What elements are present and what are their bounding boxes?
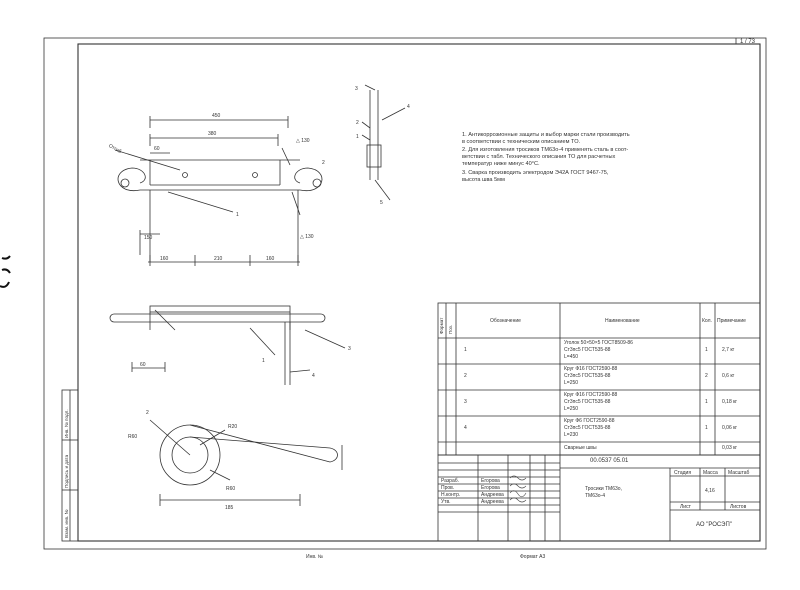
note-line: в соответствии с техническим описанием Т… <box>462 139 581 145</box>
note-line: высота шва 5мм <box>462 177 505 183</box>
top-view-drawing <box>114 116 323 266</box>
hook-r60: R60 <box>128 434 138 440</box>
spec-row-name: Ст3пс5 ГОСТ535-88 <box>564 347 611 353</box>
spec-row-name: Уголок 50×50×5 ГОСТ8509-86 <box>564 340 633 346</box>
spec-row-name: L=450 <box>564 354 579 360</box>
spec-header-name: Наименование <box>605 318 640 324</box>
spec-header-qty: Кол. <box>702 318 712 324</box>
title-code: 00.0537 05.01 <box>590 458 629 464</box>
dim-450: 450 <box>212 113 221 119</box>
spec-row-name: Сварные швы <box>564 445 597 451</box>
front-label-4: 4 <box>312 373 315 379</box>
signer-name: Андреева <box>481 499 504 505</box>
signer-role: Н.контр. <box>441 492 461 498</box>
spec-row-name: L=250 <box>564 406 579 412</box>
footer-format: Формат А3 <box>520 554 546 560</box>
inner-frame <box>77 43 761 542</box>
title-product: Тросики ТМ63о, <box>585 486 622 492</box>
spec-row-note: 2,7 кг <box>722 347 735 353</box>
sheet-number: 1 / 73 <box>740 39 756 45</box>
dim-150: 150 <box>144 235 153 241</box>
note-line: 2. Для изготовления тросиков ТМ63о-4 при… <box>462 147 629 153</box>
front-label-1: 1 <box>262 358 265 364</box>
title-product: ТМ63о-4 <box>585 493 606 499</box>
side-section-drawing <box>361 84 406 201</box>
front-label-3: 3 <box>348 346 351 352</box>
section-label-4: 4 <box>407 104 410 110</box>
signer-name: Андреева <box>481 492 504 498</box>
spec-row-pos: 1 <box>464 347 467 353</box>
section-label-3: 3 <box>355 86 358 92</box>
spec-row-note: 0,06 кг <box>722 425 738 431</box>
spec-header-note: Примечание <box>717 318 746 324</box>
spec-row-note: 0,18 кг <box>722 399 738 405</box>
title-scale-header: Масштаб <box>728 470 750 476</box>
title-org: АО "РОСЭП" <box>696 522 732 528</box>
section-label-2: 2 <box>356 120 359 126</box>
spec-row-name: Ст3пс5 ГОСТ535-88 <box>564 399 611 405</box>
spec-row-name: Круг Ф16 ГОСТ2590-88 <box>564 366 618 372</box>
spec-row-qty: 1 <box>705 425 708 431</box>
signer-role: Утв. <box>441 499 451 505</box>
hook-drawing <box>149 419 343 506</box>
spec-row-name: Круг Ф16 ГОСТ2590-88 <box>564 392 618 398</box>
spec-row-name: Ст3пс5 ГОСТ535-88 <box>564 425 611 431</box>
front-view-drawing <box>109 305 346 385</box>
title-block-grid <box>437 454 761 542</box>
title-sheet: Лист <box>680 504 691 510</box>
section-label-5: 5 <box>380 200 383 206</box>
spec-row-pos: 3 <box>464 399 467 405</box>
hook-r20: R20 <box>228 424 238 430</box>
spec-row-pos: 2 <box>464 373 467 379</box>
hook-dim-185: 185 <box>225 505 234 511</box>
label-pos-2: 2 <box>322 160 325 166</box>
note-line: ветствии с табл. Технического описания Т… <box>462 154 616 160</box>
spec-row-pos: 4 <box>464 425 467 431</box>
title-mass-header: Масса <box>703 470 718 476</box>
signer-role: Разраб. <box>441 478 460 484</box>
spec-row-note: 0,03 кг <box>722 445 738 451</box>
spec-row-note: 0,6 кг <box>722 373 735 379</box>
footer-inv: Инв. № <box>306 554 324 560</box>
label-pos-1: 1 <box>236 212 239 218</box>
front-dim-60: 60 <box>140 362 146 368</box>
spec-row-name: Круг Ф6 ГОСТ2590-88 <box>564 418 615 424</box>
spec-row-qty: 2 <box>705 373 708 379</box>
spec-header-designation: Обозначение <box>490 318 521 324</box>
hook-r60-b: R60 <box>226 486 236 492</box>
note-line: 3. Сварка производить электродом Э42А ГО… <box>462 170 609 176</box>
signer-role: Пров. <box>441 485 455 491</box>
signer-name: Егорова <box>481 485 500 491</box>
spec-row-qty: 1 <box>705 399 708 405</box>
dim-160-left: 160 <box>160 256 169 262</box>
dim-160-right: 160 <box>266 256 275 262</box>
section-label-1: 1 <box>356 134 359 140</box>
title-sheets: Листов <box>730 504 747 510</box>
outer-frame <box>43 37 767 550</box>
dim-210: 210 <box>214 256 223 262</box>
weld-bottom: △ 130 <box>300 234 314 240</box>
spec-row-name: L=230 <box>564 432 579 438</box>
hook-label-2: 2 <box>146 410 149 416</box>
note-line: 1. Антикоррозионные защиты и выбор марки… <box>462 132 630 138</box>
title-mass: 4,16 <box>705 488 715 494</box>
dim-60: 60 <box>154 146 160 152</box>
spec-row-name: L=250 <box>564 380 579 386</box>
note-line: температур ниже минус 40°С. <box>462 161 540 167</box>
weld-top: △ 130 <box>296 138 310 144</box>
title-stage-header: Стадия <box>674 470 692 476</box>
dim-380: 380 <box>208 131 217 137</box>
signer-name: Егорова <box>481 478 500 484</box>
spec-row-name: Ст3пс5 ГОСТ535-88 <box>564 373 611 379</box>
spec-row-qty: 1 <box>705 347 708 353</box>
